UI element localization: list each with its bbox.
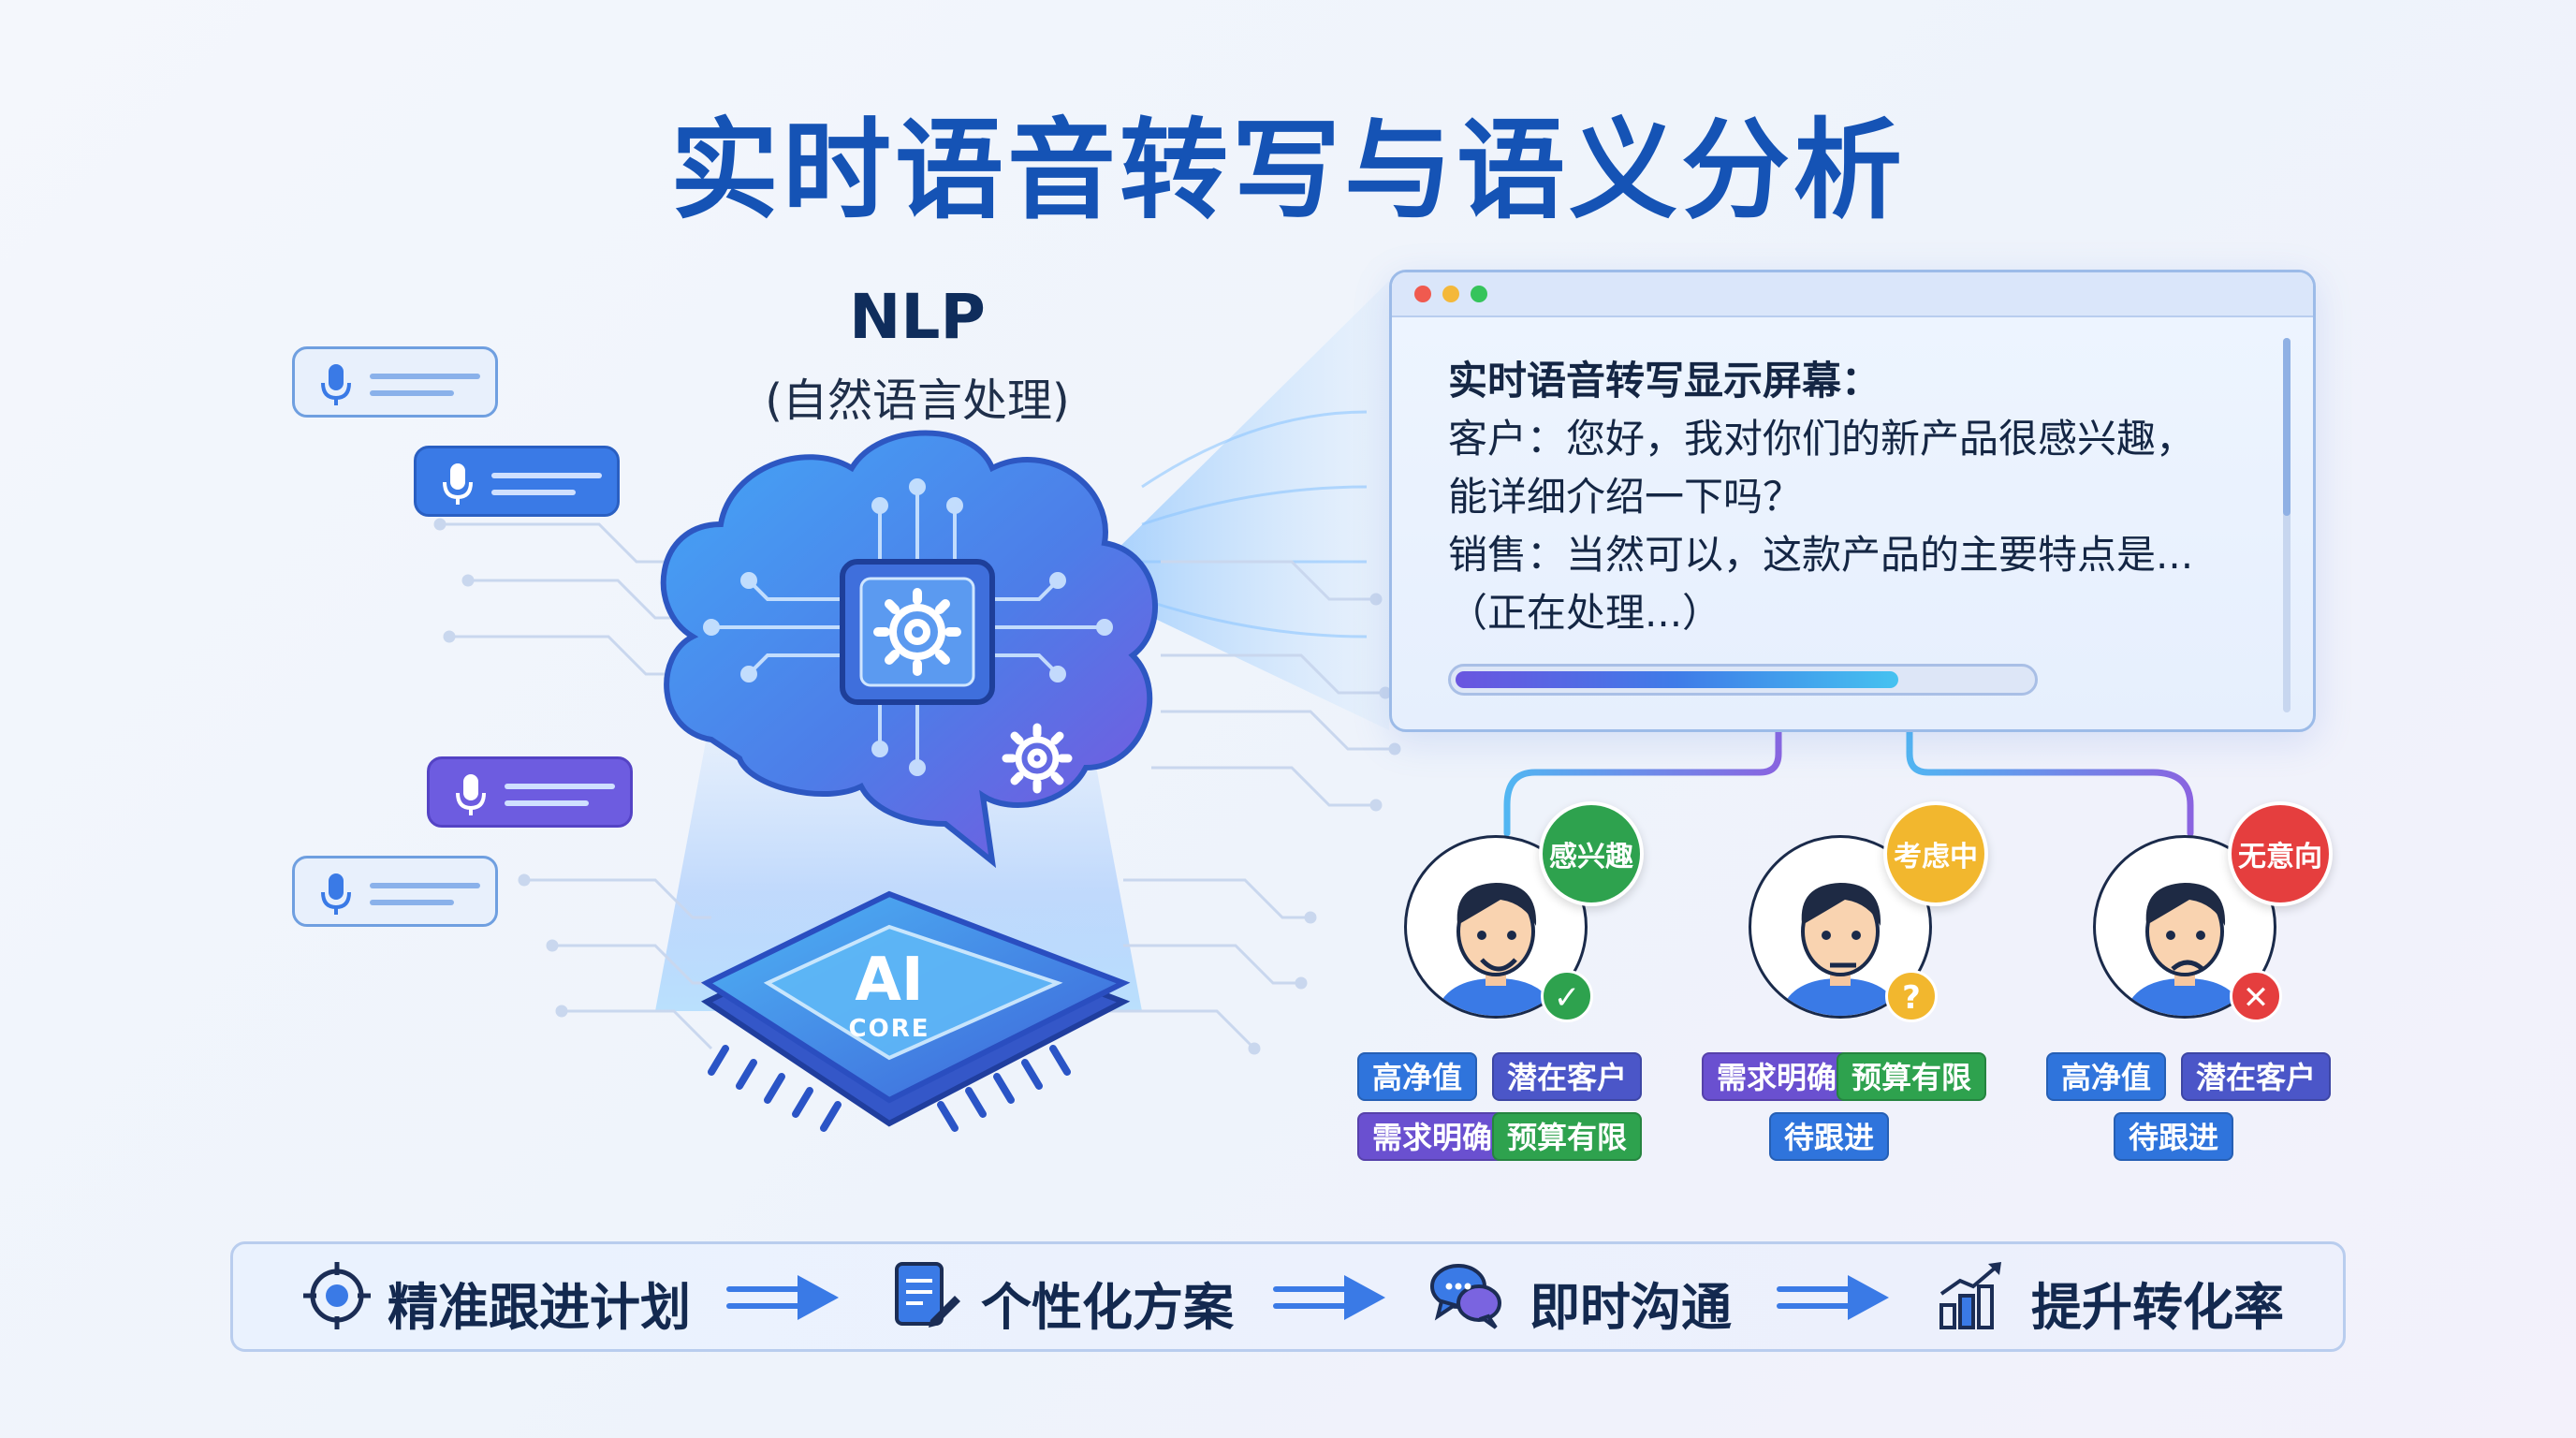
transcript-line: 客户：您好，我对你们的新产品很感兴趣， xyxy=(1448,416,2196,462)
customer-avatar xyxy=(1404,835,1588,1019)
waveform xyxy=(230,530,629,753)
customer-avatar xyxy=(1749,835,1932,1019)
microphone-icon xyxy=(456,774,486,815)
microphone-icon xyxy=(321,364,351,405)
window-maximize-dot[interactable] xyxy=(1471,286,1487,302)
voice-bubble xyxy=(292,856,498,927)
scrollbar-thumb[interactable] xyxy=(2283,338,2291,516)
microphone-icon xyxy=(443,463,473,505)
chip-label-ai: AI xyxy=(855,946,924,1015)
mood-indicator-icon: ✕ xyxy=(2230,970,2282,1022)
status-badge: 无意向 xyxy=(2228,801,2333,906)
mood-indicator-icon: ? xyxy=(1885,970,1938,1022)
page-title: 实时语音转写与语义分析 xyxy=(670,108,1906,234)
arrow-right-icon xyxy=(1273,1275,1385,1320)
screen-link-lines xyxy=(1503,728,2194,837)
customer-tag: 高净值 xyxy=(1357,1052,1478,1101)
step-label: 提升转化率 xyxy=(2031,1278,2284,1337)
transcript-line: 能详细介绍一下吗？ xyxy=(1448,474,1803,520)
customer-tag: 需求明确 xyxy=(1702,1052,1852,1101)
customer-tag: 潜在客户 xyxy=(2181,1052,2332,1101)
step-label: 即时沟通 xyxy=(1530,1278,1732,1337)
customer-tag: 需求明确 xyxy=(1357,1112,1508,1161)
mood-indicator-icon: ✓ xyxy=(1541,970,1593,1022)
window-title-bar xyxy=(1392,272,2313,317)
workflow-bar xyxy=(230,1241,2346,1352)
chip-label-core: CORE xyxy=(848,1015,930,1043)
ai-chip-icon xyxy=(700,890,1131,1132)
status-badge: 感兴趣 xyxy=(1539,801,1644,906)
customer-tag: 高净值 xyxy=(2046,1052,2167,1101)
processing-progress-bar xyxy=(1448,664,2038,696)
chat-icon xyxy=(1430,1264,1501,1329)
customer-tag: 待跟进 xyxy=(1769,1112,1890,1161)
voice-bubble xyxy=(292,346,498,418)
status-badge: 考虑中 xyxy=(1883,801,1988,906)
microphone-icon xyxy=(321,873,351,915)
progress-fill xyxy=(1456,671,1898,688)
step-label: 个性化方案 xyxy=(981,1278,1234,1337)
growth-chart-icon xyxy=(1939,1262,2001,1329)
transcript-line: （正在处理...） xyxy=(1448,590,1722,636)
voice-bubble xyxy=(427,756,633,828)
step-label: 精准跟进计划 xyxy=(388,1278,691,1337)
customer-tag: 预算有限 xyxy=(1837,1052,1987,1101)
customer-tag: 潜在客户 xyxy=(1492,1052,1643,1101)
scrollbar[interactable] xyxy=(2283,338,2291,712)
arrow-right-icon xyxy=(726,1275,839,1320)
transcript-line: 销售：当然可以，这款产品的主要特点是... xyxy=(1448,532,2194,578)
arrow-right-icon xyxy=(1777,1275,1889,1320)
window-minimize-dot[interactable] xyxy=(1442,286,1459,302)
document-edit-icon xyxy=(895,1262,960,1328)
customer-tag: 预算有限 xyxy=(1492,1112,1643,1161)
transcription-screen: 实时语音转写显示屏幕： 客户：您好，我对你们的新产品很感兴趣， 能详细介绍一下吗… xyxy=(1389,270,2316,732)
brain-icon xyxy=(660,430,1158,869)
nlp-title: NLP xyxy=(849,281,986,353)
screen-heading: 实时语音转写显示屏幕： xyxy=(1448,358,1881,404)
customer-tag: 待跟进 xyxy=(2114,1112,2234,1161)
voice-bubble xyxy=(414,446,620,517)
target-icon xyxy=(303,1262,371,1329)
window-close-dot[interactable] xyxy=(1414,286,1431,302)
nlp-subtitle: (自然语言处理) xyxy=(765,374,1070,427)
